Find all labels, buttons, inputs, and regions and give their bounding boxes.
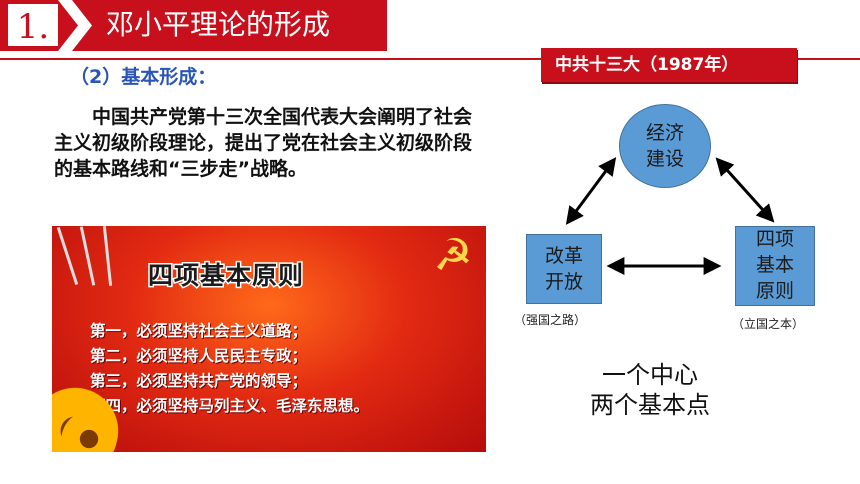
right-caption: （立国之本） xyxy=(732,317,805,331)
reform-opening-node xyxy=(526,234,602,304)
flag-pole xyxy=(79,226,96,286)
poster-title: 四项基本原则 xyxy=(146,260,305,292)
page-title: 邓小平理论的形成 xyxy=(106,8,331,41)
principle-line: 第四，必须坚持马列主义、毛泽东思想。 xyxy=(90,397,370,415)
four-principles-poster: ☭ 四项基本原则 第一，必须坚持社会主义道路； 第二，必须坚持人民民主专政； 第… xyxy=(52,226,486,452)
poster-lines: 第一，必须坚持社会主义道路； 第二，必须坚持人民民主专政； 第三，必须坚持共产党… xyxy=(90,319,369,419)
four-principles-node xyxy=(735,226,815,306)
node-label: 改革 开放 xyxy=(544,245,583,293)
node-label: 四项 基本 原则 xyxy=(755,228,794,302)
double-arrow-icon xyxy=(565,157,617,225)
body-paragraph: 中国共产党第十三次全国代表大会阐明了社会主义初级阶段理论，提出了党在社会主义初级… xyxy=(54,106,473,180)
title-bar xyxy=(0,0,387,51)
chevron-right-icon xyxy=(58,0,92,51)
section-number: 1. xyxy=(6,2,60,48)
hammer-sickle-icon: ☭ xyxy=(433,230,473,281)
sunflower-icon xyxy=(54,404,124,452)
sub-heading: （2）基本形成： xyxy=(70,66,217,88)
principle-line: 第三，必须坚持共产党的领导； xyxy=(90,372,308,390)
divider xyxy=(0,58,860,60)
basic-line-diagram: 经济 建设 改革 开放 四项 基本 原则 （强国之路） （立国之本） xyxy=(510,100,840,350)
principle-line: 第二，必须坚持人民民主专政； xyxy=(90,347,308,365)
principle-line: 第一，必须坚持社会主义道路； xyxy=(90,322,308,340)
congress-label-bar: 中共十三大（1987年） xyxy=(541,48,797,82)
flag-pole xyxy=(102,226,113,286)
double-arrow-icon xyxy=(715,157,775,223)
summary-text: 一个中心 两个基本点 xyxy=(590,361,710,419)
left-caption: （强国之路） xyxy=(514,313,587,327)
node-label: 经济 建设 xyxy=(645,122,684,170)
congress-label: 中共十三大（1987年） xyxy=(555,55,739,75)
diagram-arrows xyxy=(565,157,775,275)
flag-pole xyxy=(56,227,79,285)
economic-construction-node xyxy=(619,104,711,188)
